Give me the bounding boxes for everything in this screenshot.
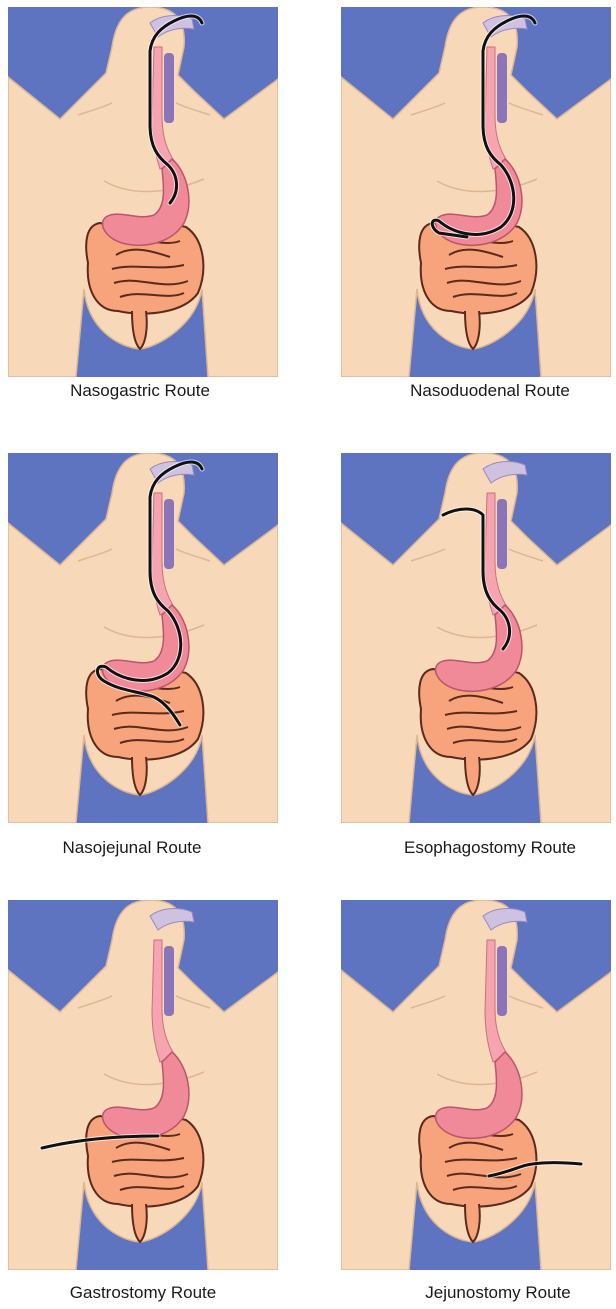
illustration-esophagostomy: [341, 453, 611, 823]
panel-gastrostomy: [8, 900, 278, 1270]
illustration-nasojejunal: [8, 453, 278, 823]
panel-esophagostomy: [341, 453, 611, 823]
illustration-nasoduodenal: [341, 7, 611, 377]
trachea: [497, 499, 507, 569]
caption-jejunostomy: Jejunostomy Route: [348, 1283, 616, 1303]
illustration-nasogastric: [8, 7, 278, 377]
illustration-gastrostomy: [8, 900, 278, 1270]
trachea: [164, 499, 174, 569]
caption-nasojejunal: Nasojejunal Route: [0, 838, 282, 858]
panel-nasoduodenal: [341, 7, 611, 377]
caption-gastrostomy: Gastrostomy Route: [0, 1283, 293, 1303]
trachea: [164, 53, 174, 123]
trachea: [164, 946, 174, 1016]
illustration-jejunostomy: [341, 900, 611, 1270]
caption-nasoduodenal: Nasoduodenal Route: [340, 381, 616, 401]
panel-jejunostomy: [341, 900, 611, 1270]
caption-nasogastric: Nasogastric Route: [0, 381, 290, 401]
panel-nasogastric: [8, 7, 278, 377]
trachea: [497, 53, 507, 123]
caption-esophagostomy: Esophagostomy Route: [340, 838, 616, 858]
trachea: [497, 946, 507, 1016]
panel-nasojejunal: [8, 453, 278, 823]
